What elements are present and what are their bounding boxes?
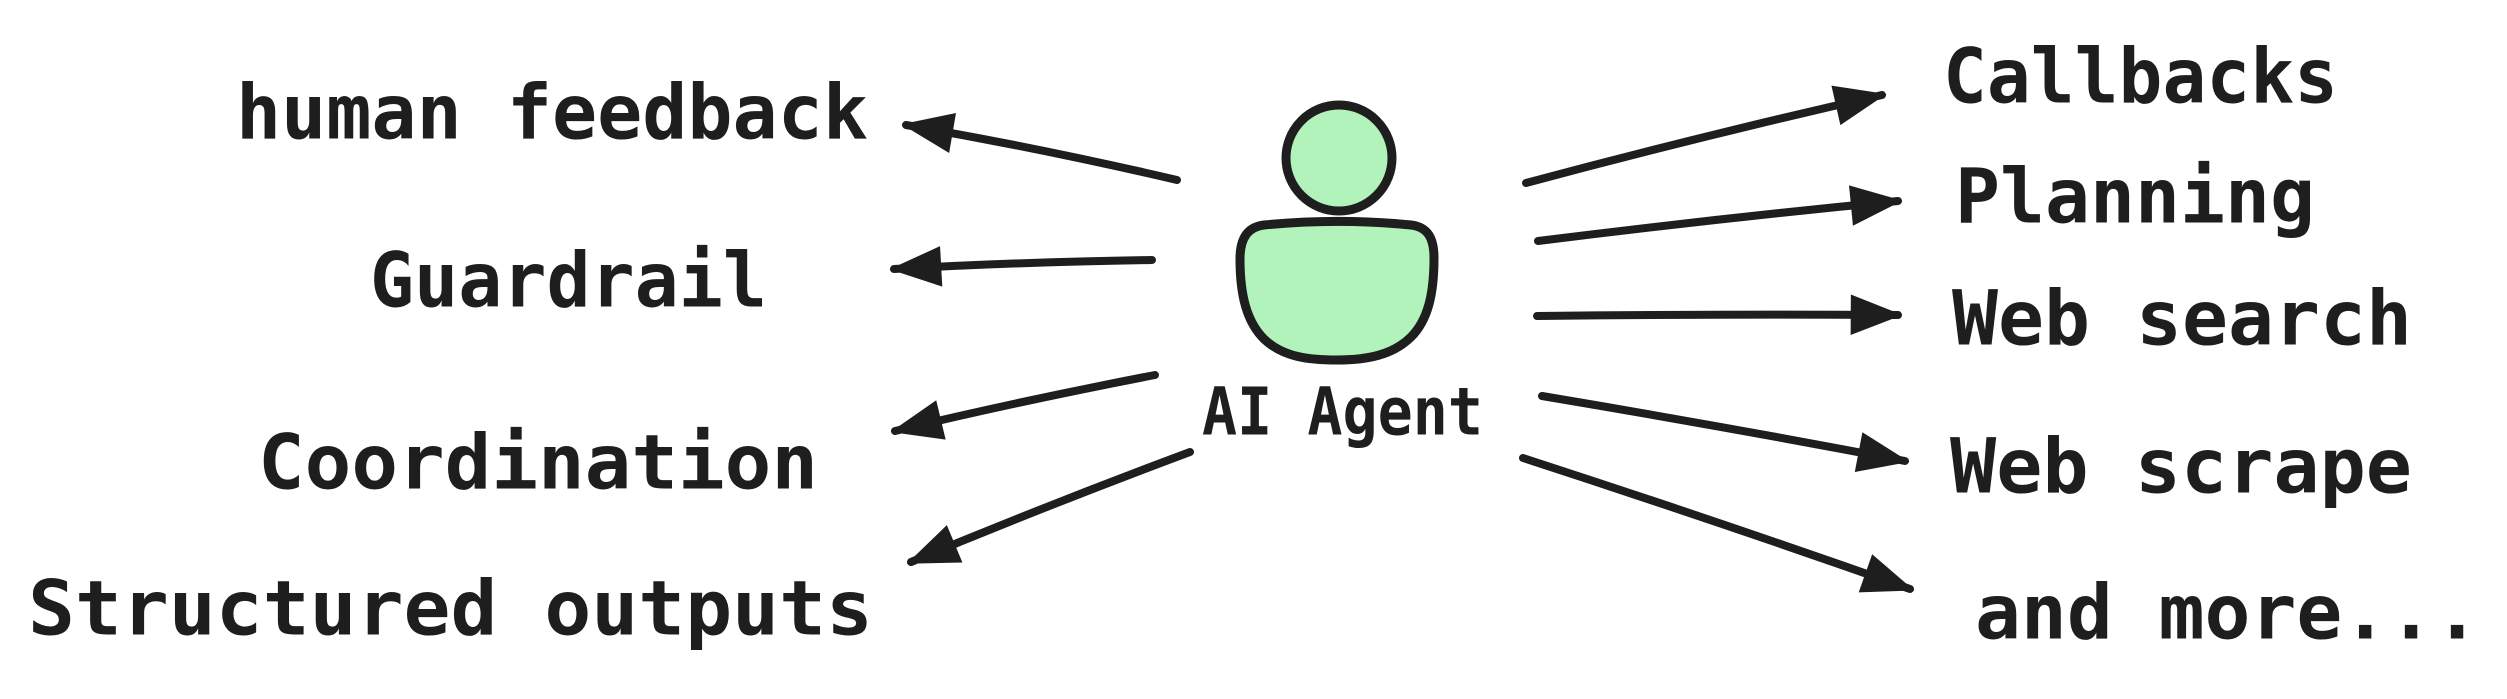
- capability-label-structured-outputs: Structured outputs: [28, 564, 873, 653]
- arrow-to-callbacks: [1522, 85, 1887, 187]
- labels-group: AI Agent human feedback Guardrail Coordi…: [28, 32, 2480, 657]
- capability-label-planning: Planning: [1955, 152, 2315, 241]
- arrows-group: [889, 85, 1915, 593]
- capability-label-web-search: Web search: [1952, 274, 2412, 363]
- ai-agent-icon: [1235, 100, 1439, 365]
- person-body: [1235, 216, 1439, 365]
- arrow-to-and-more: [1519, 454, 1915, 593]
- arrow-to-human-feedback: [901, 113, 1181, 184]
- arrow-to-web-scrape: [1538, 392, 1910, 473]
- capability-label-human-feedback: human feedback: [236, 68, 868, 157]
- arrow-to-structured-outputs: [906, 448, 1194, 566]
- person-head: [1281, 100, 1397, 216]
- arrow-to-guardrail: [889, 246, 1156, 287]
- capability-label-guardrail: Guardrail: [370, 236, 767, 325]
- capability-label-web-scrape: Web scrape: [1950, 422, 2412, 511]
- arrow-to-web-search: [1534, 185, 1903, 245]
- ai-agent-label: AI Agent: [1202, 374, 1483, 451]
- capability-label-callbacks: Callbacks: [1943, 32, 2338, 121]
- capability-label-coordination: Coordination: [258, 418, 818, 507]
- capability-label-and-more: and more...: [1975, 568, 2480, 657]
- arrow-to-web-search-2: [1533, 294, 1903, 335]
- arrow-to-coordination: [890, 371, 1159, 440]
